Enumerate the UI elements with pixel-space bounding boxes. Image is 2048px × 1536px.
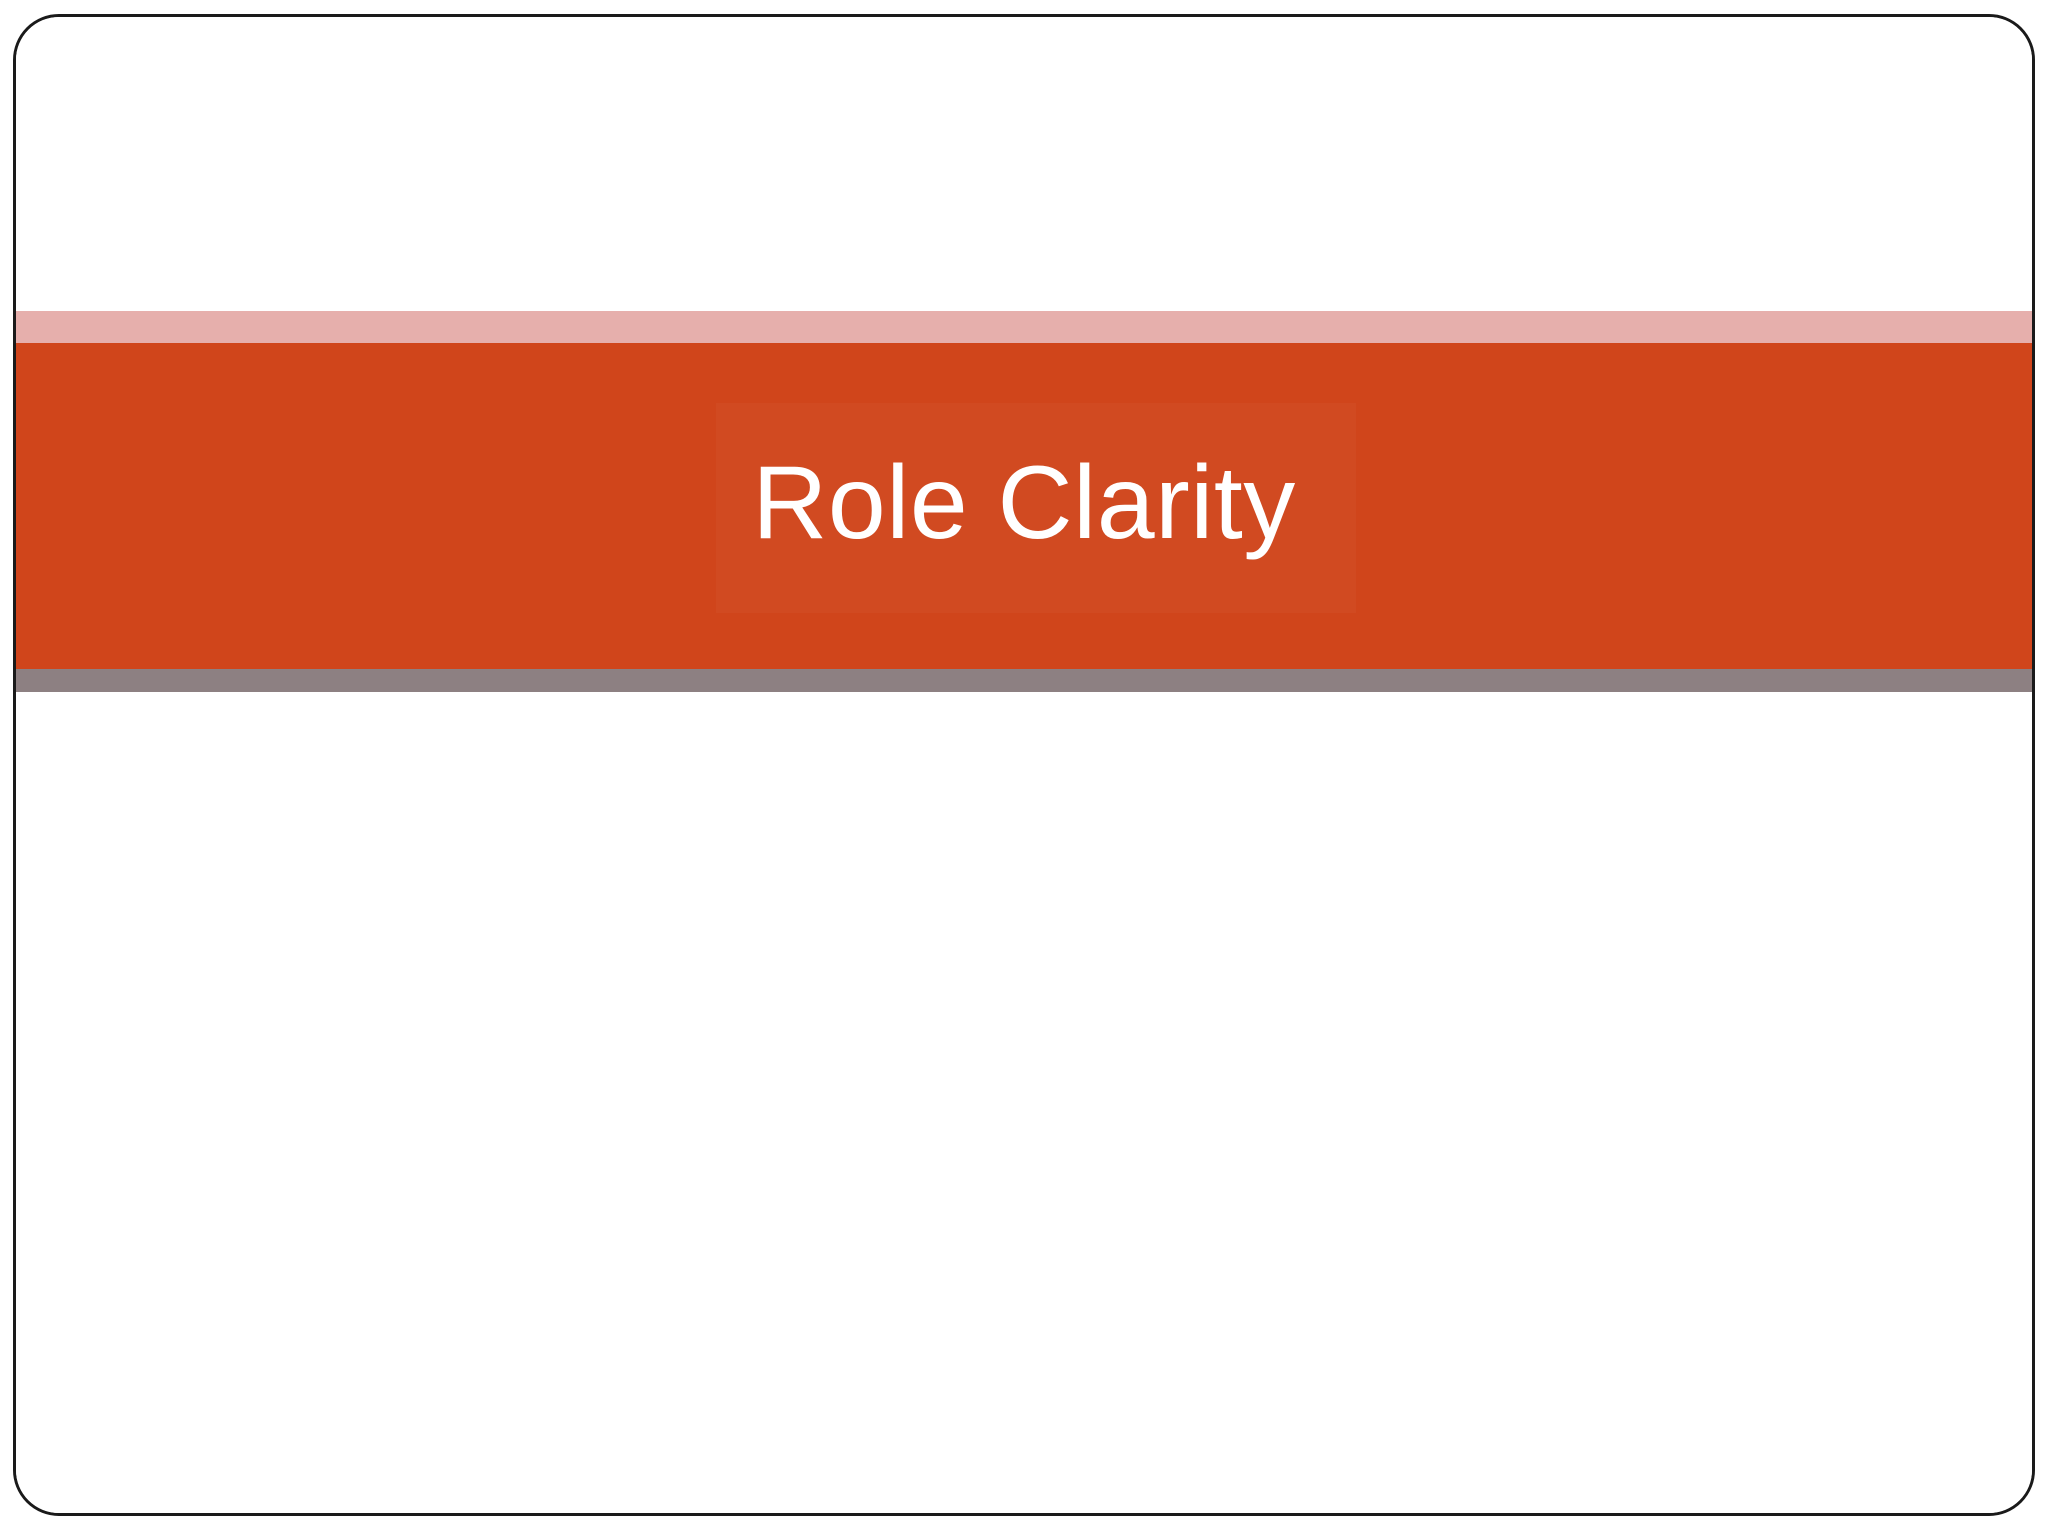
slide-top-blank-area — [16, 17, 2032, 311]
slide-body-area — [16, 698, 2032, 1513]
accent-band-bottom — [16, 669, 2032, 692]
accent-band-top — [16, 311, 2032, 343]
title-band: Role Clarity — [16, 343, 2032, 669]
title-banner: Role Clarity — [16, 311, 2032, 695]
slide-frame: Role Clarity — [13, 14, 2035, 1516]
page-title: Role Clarity — [752, 445, 1296, 561]
